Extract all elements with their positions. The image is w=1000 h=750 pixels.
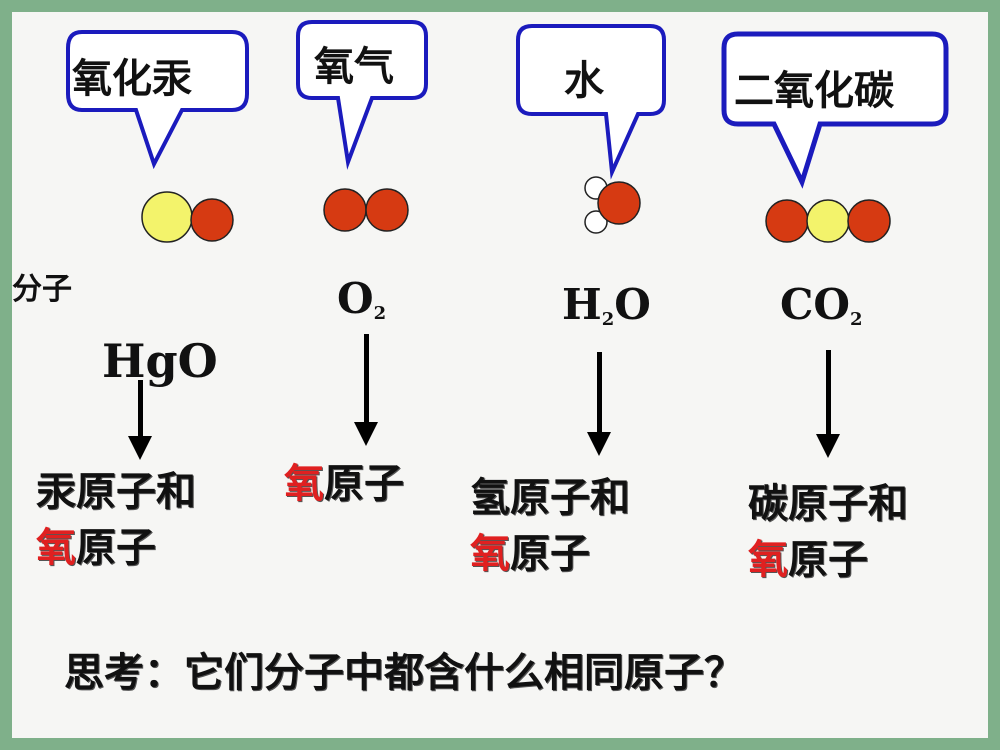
formula-co2-subscript: 2 bbox=[850, 309, 863, 330]
down-arrow-icon bbox=[587, 352, 611, 456]
formula-co2: CO2 bbox=[780, 280, 863, 330]
atoms-h2o-line2: 氧原子 bbox=[470, 526, 630, 582]
formula-hgo-main: HgO bbox=[102, 334, 218, 388]
bubble-label-mercury-oxide: 氧化汞 bbox=[72, 56, 192, 102]
formula-h2o-h: H bbox=[562, 280, 602, 329]
molecule-model-icon bbox=[584, 176, 641, 234]
molecule-model-icon bbox=[765, 199, 891, 243]
speech-bubble-icon bbox=[66, 30, 249, 170]
oxygen-emphasis: 氧 bbox=[36, 525, 76, 571]
bubble-label-oxygen: 氧气 bbox=[314, 44, 394, 90]
atoms-hgo-line1: 汞原子和 bbox=[36, 469, 196, 515]
speech-bubble-icon bbox=[721, 31, 949, 189]
formula-h2o-subscript: 2 bbox=[601, 309, 615, 330]
formula-hgo: HgO bbox=[102, 334, 218, 388]
speech-bubble-icon bbox=[296, 20, 428, 170]
atoms-hgo-rest: 原子 bbox=[76, 525, 156, 571]
speech-bubble-icon bbox=[516, 24, 666, 180]
molecule-model-icon bbox=[323, 188, 409, 232]
oxygen-emphasis: 氧 bbox=[284, 461, 324, 507]
down-arrow-icon bbox=[128, 380, 152, 460]
bubble-label-carbon-dioxide: 二氧化碳 bbox=[734, 68, 894, 114]
formula-h2o: H2O bbox=[562, 280, 651, 330]
formula-o2-subscript: 2 bbox=[373, 303, 387, 324]
atoms-co2-line1: 碳原子和 bbox=[748, 481, 908, 527]
atoms-hgo-line2: 氧原子 bbox=[36, 520, 196, 576]
atoms-co2-line2: 氧原子 bbox=[748, 532, 908, 588]
oxygen-emphasis: 氧 bbox=[470, 531, 510, 577]
atoms-co2-rest: 原子 bbox=[788, 537, 868, 583]
down-arrow-icon bbox=[816, 350, 840, 458]
formula-o2: O2 bbox=[337, 274, 386, 324]
down-arrow-icon bbox=[354, 334, 378, 446]
atoms-hgo: 汞原子和 氧原子 bbox=[36, 464, 196, 576]
thinking-question: 思考：它们分子中都含什么相同原子？ bbox=[64, 650, 744, 696]
bubble-label-water: 水 bbox=[564, 58, 604, 104]
atoms-co2: 碳原子和 氧原子 bbox=[748, 476, 908, 588]
formula-h2o-o: O bbox=[614, 280, 651, 329]
slide: 氧化汞 氧气 水 二氧化碳 分子 HgO O2 H2O CO2 汞原子和 氧原子… bbox=[12, 12, 988, 738]
oxygen-emphasis: 氧 bbox=[748, 537, 788, 583]
atoms-h2o-line1: 氢原子和 bbox=[470, 475, 630, 521]
molecule-model-icon bbox=[141, 191, 234, 243]
atoms-o2: 氧原子 bbox=[284, 456, 404, 512]
molecule-side-label: 分子 bbox=[12, 272, 72, 307]
formula-co2-main: CO bbox=[780, 280, 851, 329]
atoms-h2o-rest: 原子 bbox=[510, 531, 590, 577]
atoms-o2-rest: 原子 bbox=[324, 461, 404, 507]
atoms-h2o: 氢原子和 氧原子 bbox=[470, 470, 630, 582]
formula-o2-main: O bbox=[337, 274, 374, 323]
atoms-o2-line1: 氧原子 bbox=[284, 456, 404, 512]
diagram-graphics bbox=[66, 20, 949, 243]
